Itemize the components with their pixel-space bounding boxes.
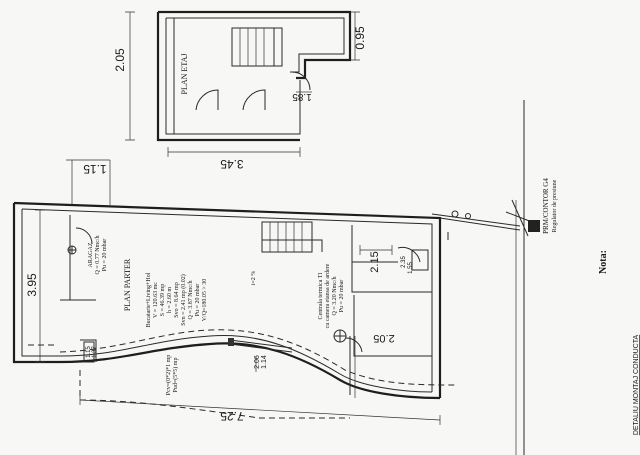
dim-room-a: 2.15 [369,251,381,272]
stair-parter [261,221,323,253]
regulator-line2: Regulator de presiune [552,179,558,232]
dim-small-d: 1.37 [92,346,98,358]
dim-etaj-height: 2.05 [113,48,127,72]
dim-etaj-step: 1.85 [292,91,312,102]
aragaz-q: Q = 0.77 Nmc/h [95,235,101,274]
dim-etaj-width: 0.95 [353,26,367,50]
dim-window-b: 1.14 [261,355,268,369]
room-line: Bucatarie+Living+Hol [146,272,152,327]
room-line: Svo = 8.64 mp [174,282,180,317]
dim-small-a: 2.35 [401,256,407,268]
stair-etaj [231,27,283,67]
room-line: Q = 3.87 Nmc/h [188,280,194,319]
room-line: Pu = 20 mbar [195,284,201,317]
plan-parter-title: PLAN PARTER [123,258,132,311]
dim-room-b: 2.05 [373,332,394,344]
pcv-line: Pud=(5*5) mp [172,358,179,393]
centrala-spec: Centrala termica TI cu camera etansa de … [318,263,345,328]
plan-etaj-title: PLAN ETAJ [180,54,189,95]
room-line: V = 120.63 mc [153,282,159,318]
centrala-line: Centrala termica TI [318,273,324,320]
nota-label: Nota: [598,250,609,274]
room-line: Svn = 2.41 mp (0.02) [180,274,187,325]
centrala-line: cu camera etansa de ardere [325,263,331,328]
dim-bottom: 7.25 [220,409,244,423]
dim-small-b: 1.55 [408,262,414,274]
dim-small-c: 1.15 [86,346,92,358]
plan-parter [12,159,456,425]
footer-label: DETALIU MONTAJ CONDUCTA [633,335,640,436]
aragaz-label: ARAGAZ [88,242,94,267]
room-line: S = 46.39 mp [160,284,166,316]
plan-etaj [125,10,360,157]
dim-window-a: 2.06 [254,355,261,369]
centrala-line: Q = 3.20 Nmc/h [332,276,338,315]
regulator-line1: PRM/CONTOR G4 [542,178,550,234]
gas-connection [431,100,540,455]
centrala-line: Pu = 20 mbar [339,280,345,313]
dim-etaj-bottom: 3.45 [220,157,244,171]
room-line: h = 2.60 m [167,287,173,313]
pcv-line: Pcv=(0*2)*1 mp [165,355,172,396]
room-line: V/Q=180.05 > 30 [202,279,208,322]
room-spec: Bucatarie+Living+Hol V = 120.63 mc S = 4… [146,272,208,327]
aragaz-pu: Pu = 20 mbar [102,239,108,272]
dim-top: 1.15 [83,162,107,176]
dim-left: 3.95 [25,273,39,297]
slope-label: i=2 % [251,271,257,286]
